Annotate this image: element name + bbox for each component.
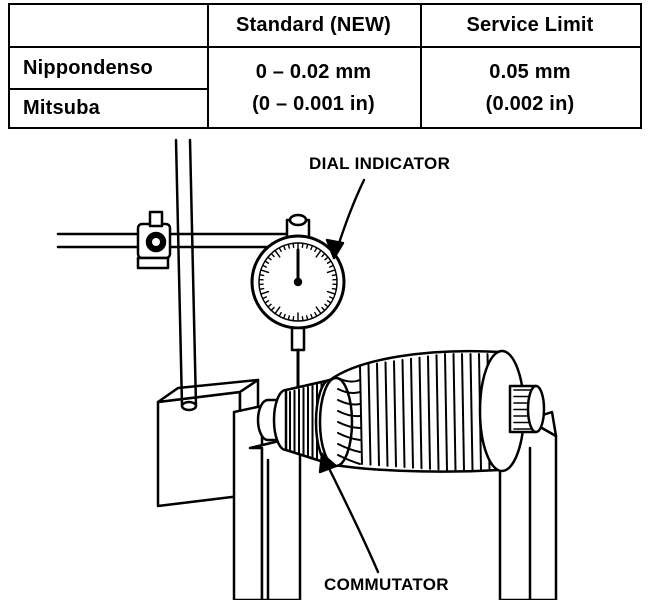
dial-tick (293, 317, 294, 321)
armature (258, 351, 544, 472)
armature-runout-figure: DIAL INDICATOR COMMUTATOR (0, 130, 656, 600)
dial-tick (302, 243, 303, 247)
service-limit-imperial: (0.002 in) (486, 88, 575, 120)
spec-table: Standard (NEW) Service Limit Nippondenso… (8, 3, 642, 129)
header-standard: Standard (NEW) (207, 5, 420, 46)
header-empty-cell (10, 5, 207, 46)
dial-tick (288, 316, 289, 320)
dial-tick (260, 275, 264, 276)
dial-indicator-label: DIAL INDICATOR (309, 154, 450, 174)
armature-illustration (0, 130, 656, 600)
dial-tick (288, 244, 289, 248)
dial-tick (332, 289, 336, 290)
header-service-limit: Service Limit (420, 5, 640, 46)
service-limit-metric: 0.05 mm (489, 56, 570, 88)
standard-imperial: (0 – 0.001 in) (252, 88, 375, 120)
dial-tick (307, 316, 308, 320)
commutator-label: COMMUTATOR (324, 575, 449, 595)
dial-tick (302, 317, 303, 321)
manufacturer-nippondenso: Nippondenso (10, 48, 207, 88)
service-limit-value-cell: 0.05 mm (0.002 in) (420, 48, 640, 127)
dial-tick (307, 244, 308, 248)
dial-tick (293, 243, 294, 247)
standard-metric: 0 – 0.02 mm (256, 56, 372, 88)
dial-tick (260, 289, 264, 290)
standard-value-cell: 0 – 0.02 mm (0 – 0.001 in) (207, 48, 420, 127)
dial-tick (332, 275, 336, 276)
arm-clamp (138, 212, 170, 268)
manufacturer-mitsuba: Mitsuba (10, 90, 207, 127)
stand-rod (176, 140, 196, 410)
